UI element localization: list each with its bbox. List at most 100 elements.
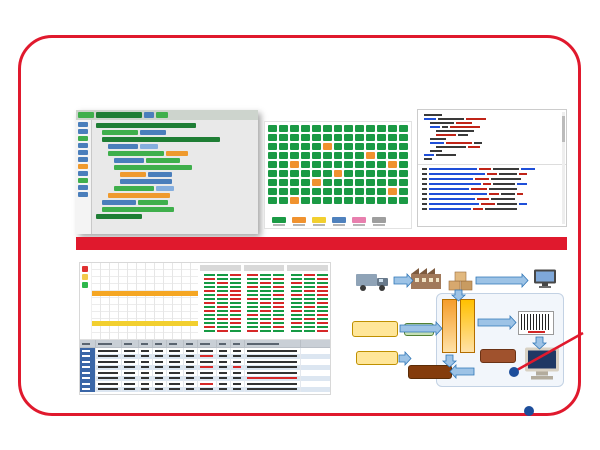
table-cell bbox=[139, 381, 153, 387]
quote-value bbox=[216, 278, 228, 280]
cell-text bbox=[247, 377, 297, 380]
cell-text bbox=[155, 366, 163, 369]
quote-value bbox=[216, 286, 228, 288]
cell-text bbox=[98, 360, 118, 363]
text-run bbox=[429, 178, 473, 180]
table-cell bbox=[217, 370, 231, 376]
status-cell bbox=[377, 188, 387, 195]
status-cell bbox=[344, 179, 354, 186]
quote-value bbox=[291, 326, 303, 328]
quote-row bbox=[244, 318, 285, 320]
quote-value bbox=[229, 326, 241, 328]
cell-text bbox=[200, 382, 213, 385]
quote-value bbox=[203, 330, 215, 332]
status-cell bbox=[333, 161, 343, 168]
status-cell bbox=[355, 197, 365, 204]
table-cell bbox=[139, 386, 153, 392]
quote-column-group bbox=[200, 265, 241, 337]
table-cell bbox=[153, 381, 167, 387]
header-cell bbox=[245, 340, 301, 347]
header-text bbox=[155, 342, 162, 345]
header-cell bbox=[122, 340, 139, 347]
palette-block bbox=[78, 164, 88, 169]
text-run bbox=[422, 168, 427, 170]
log-row bbox=[422, 198, 558, 200]
table-cell bbox=[96, 359, 122, 365]
status-cell bbox=[388, 152, 398, 159]
status-cell bbox=[322, 188, 332, 195]
status-cell bbox=[289, 179, 299, 186]
quote-value bbox=[273, 326, 285, 328]
quote-value bbox=[260, 298, 272, 300]
cell-text bbox=[247, 388, 297, 391]
status-cell bbox=[344, 188, 354, 195]
cell-text bbox=[233, 377, 241, 380]
table-cell bbox=[167, 375, 184, 381]
text-run bbox=[474, 142, 482, 144]
status-grid-screenshot bbox=[264, 121, 412, 229]
quote-value bbox=[203, 314, 215, 316]
blocks-canvas bbox=[92, 120, 258, 234]
quote-row bbox=[200, 302, 241, 304]
code-line bbox=[422, 122, 558, 124]
cell-text bbox=[219, 366, 227, 369]
table-cell bbox=[122, 348, 139, 354]
status-cell bbox=[268, 170, 277, 177]
quote-value bbox=[273, 306, 285, 308]
quote-value bbox=[260, 330, 272, 332]
inventory-upper-section bbox=[80, 263, 330, 340]
table-row bbox=[80, 364, 330, 370]
header-cell bbox=[153, 340, 167, 347]
status-row bbox=[268, 143, 408, 150]
status-cell bbox=[366, 134, 376, 141]
status-cell bbox=[377, 179, 387, 186]
status-cell bbox=[289, 197, 299, 204]
palette-block bbox=[78, 150, 88, 155]
status-cell bbox=[300, 170, 310, 177]
status-cell bbox=[300, 125, 310, 132]
block-row bbox=[108, 151, 256, 156]
quote-value bbox=[273, 274, 285, 276]
block-row bbox=[102, 200, 256, 205]
group-header bbox=[287, 265, 329, 271]
cell-text bbox=[98, 371, 118, 374]
status-cell bbox=[268, 188, 277, 195]
quote-value bbox=[216, 274, 228, 276]
dark-process-box-2 bbox=[480, 349, 516, 363]
quote-value bbox=[260, 274, 272, 276]
quote-row bbox=[287, 314, 329, 316]
quote-value bbox=[216, 290, 228, 292]
cell-text bbox=[124, 388, 135, 391]
quote-value bbox=[304, 314, 316, 316]
status-cell bbox=[388, 188, 398, 195]
legend-caption bbox=[373, 224, 385, 226]
text-run bbox=[479, 168, 491, 170]
quote-value bbox=[317, 290, 329, 292]
cell-text bbox=[98, 366, 118, 369]
status-cell bbox=[366, 152, 376, 159]
schedule-grid bbox=[92, 263, 198, 339]
table-cell bbox=[198, 370, 217, 376]
quote-row bbox=[200, 314, 241, 316]
quote-value bbox=[260, 318, 272, 320]
status-cell bbox=[278, 197, 288, 204]
status-cell bbox=[311, 134, 321, 141]
text-run bbox=[422, 198, 427, 200]
table-cell bbox=[245, 386, 301, 392]
block-row bbox=[102, 137, 256, 142]
cell-text bbox=[186, 360, 194, 363]
indicator-light bbox=[82, 266, 88, 272]
status-cell bbox=[355, 170, 365, 177]
blocks-editor-body bbox=[76, 120, 258, 234]
quote-row bbox=[287, 306, 329, 308]
quote-row bbox=[200, 326, 241, 328]
quote-value bbox=[291, 278, 303, 280]
status-cell bbox=[344, 197, 354, 204]
table-cell bbox=[231, 359, 245, 365]
status-cell bbox=[300, 161, 310, 168]
table-cell bbox=[122, 386, 139, 392]
text-run bbox=[429, 168, 477, 170]
legend-caption bbox=[353, 224, 365, 226]
text-run bbox=[430, 126, 440, 128]
text-run bbox=[519, 203, 527, 205]
